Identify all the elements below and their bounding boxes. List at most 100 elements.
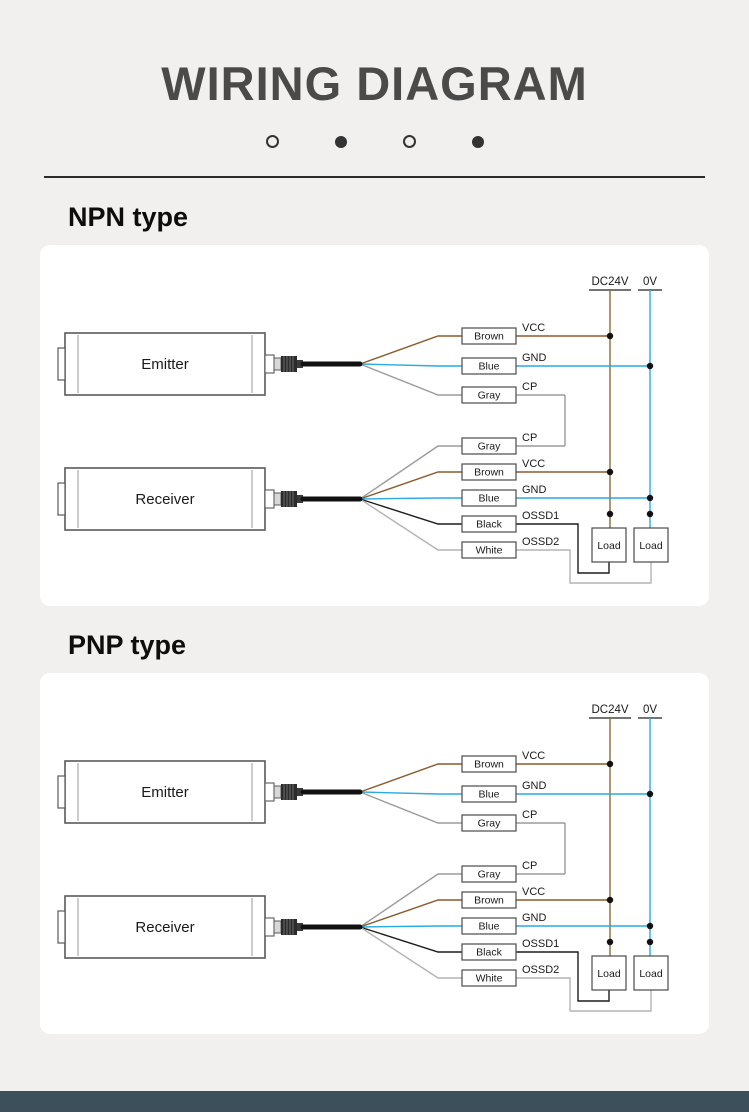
wire-label-box xyxy=(461,541,517,559)
emitter-wire-cp xyxy=(359,363,462,396)
emitter-device-body xyxy=(64,760,266,824)
load-box xyxy=(633,955,669,991)
load-label: Load xyxy=(597,968,621,980)
junction-dot xyxy=(646,494,654,502)
receiver-wire-vcc xyxy=(359,899,462,928)
wire-color-label: Gray xyxy=(478,390,502,402)
signal-label: VCC xyxy=(522,458,545,470)
wire-color-label: Brown xyxy=(474,759,504,771)
wire-label-box xyxy=(461,969,517,987)
wire-color-label: Gray xyxy=(478,818,502,830)
mount-tab xyxy=(57,347,66,381)
wire-color-label: Brown xyxy=(474,895,504,907)
wire-label-box xyxy=(461,891,517,909)
wire-label-box xyxy=(461,463,517,481)
rail-label-0v: 0V xyxy=(643,276,657,288)
threaded-connector xyxy=(281,919,297,935)
wire-label-box xyxy=(461,785,517,803)
load-box xyxy=(591,955,627,991)
connector-base xyxy=(264,354,275,374)
receiver-wire-vcc xyxy=(359,471,462,500)
wire-label-box xyxy=(461,489,517,507)
threaded-connector xyxy=(281,491,297,507)
section-heading-pnp: PNP type xyxy=(68,630,187,660)
wire-label-box xyxy=(461,357,517,375)
load-label: Load xyxy=(639,968,663,980)
receiver-device: Receiver xyxy=(57,895,363,959)
junction-dot xyxy=(606,468,614,476)
signal-label: CP xyxy=(522,860,537,872)
receiver-device-label: Receiver xyxy=(135,919,194,936)
junction-dot xyxy=(646,510,654,518)
ossd1-route xyxy=(516,951,610,1002)
threaded-connector xyxy=(281,356,297,372)
header: WIRING DIAGRAM xyxy=(0,0,749,148)
wire-label-box xyxy=(461,917,517,935)
emitter-wire-vcc xyxy=(359,335,462,365)
signal-label: CP xyxy=(522,432,537,444)
signal-label: GND xyxy=(522,780,547,792)
pagination-dot-filled xyxy=(471,135,484,148)
emitter-device-label: Emitter xyxy=(141,356,189,373)
junction-dot xyxy=(606,332,614,340)
connector-base xyxy=(264,782,275,802)
signal-label: OSSD2 xyxy=(522,964,559,976)
section-heading-npn: NPN type xyxy=(68,202,189,232)
wire-color-label: Blue xyxy=(478,921,499,933)
wire-color-label: Gray xyxy=(478,869,502,881)
receiver-wire-gnd xyxy=(359,925,462,928)
pagination-dot-hollow xyxy=(265,135,279,148)
page-title: WIRING DIAGRAM xyxy=(161,57,588,110)
junction-dot xyxy=(646,922,654,930)
wire-color-label: Blue xyxy=(478,361,499,373)
emitter-wire-gnd xyxy=(359,363,462,367)
signal-label: GND xyxy=(522,484,547,496)
wire-label-box xyxy=(461,865,517,883)
signal-label: OSSD1 xyxy=(522,510,559,522)
wire-color-label: Brown xyxy=(474,467,504,479)
ossd2-route xyxy=(516,977,652,1012)
wire-color-label: Blue xyxy=(478,493,499,505)
wire-color-label: Blue xyxy=(478,789,499,801)
wire-label-box xyxy=(461,943,517,961)
wire-color-label: Black xyxy=(476,519,502,531)
mount-tab xyxy=(57,910,66,944)
bottom-bar xyxy=(0,1091,749,1112)
pagination-dots xyxy=(0,135,749,148)
pagination-dot-filled xyxy=(334,135,347,148)
wire-label-box xyxy=(461,814,517,832)
load-box xyxy=(633,527,669,563)
wire-color-label: Black xyxy=(476,947,502,959)
receiver-device-body xyxy=(64,467,266,531)
rail-label-0v: 0V xyxy=(643,704,657,716)
pagination-dot-hollow xyxy=(402,135,416,148)
emitter-wire-vcc xyxy=(359,763,462,793)
wire-label-box xyxy=(461,755,517,773)
load-box xyxy=(591,527,627,563)
threaded-connector xyxy=(281,784,297,800)
connector-base xyxy=(264,489,275,509)
junction-dot xyxy=(606,938,614,946)
ossd1-route xyxy=(516,523,610,574)
emitter-wire-cp xyxy=(359,791,462,824)
mount-tab xyxy=(57,775,66,809)
signal-label: VCC xyxy=(522,886,545,898)
junction-dot xyxy=(646,362,654,370)
junction-dot xyxy=(646,938,654,946)
receiver-wire-ossd2 xyxy=(359,498,462,551)
junction-dot xyxy=(606,510,614,518)
receiver-device: Receiver xyxy=(57,467,363,531)
mount-tab xyxy=(57,482,66,516)
rail-label-dc24v: DC24V xyxy=(591,276,628,288)
connector-base xyxy=(264,917,275,937)
emitter-device: Emitter xyxy=(57,332,363,396)
junction-dot xyxy=(606,760,614,768)
ossd2-route xyxy=(516,549,652,584)
